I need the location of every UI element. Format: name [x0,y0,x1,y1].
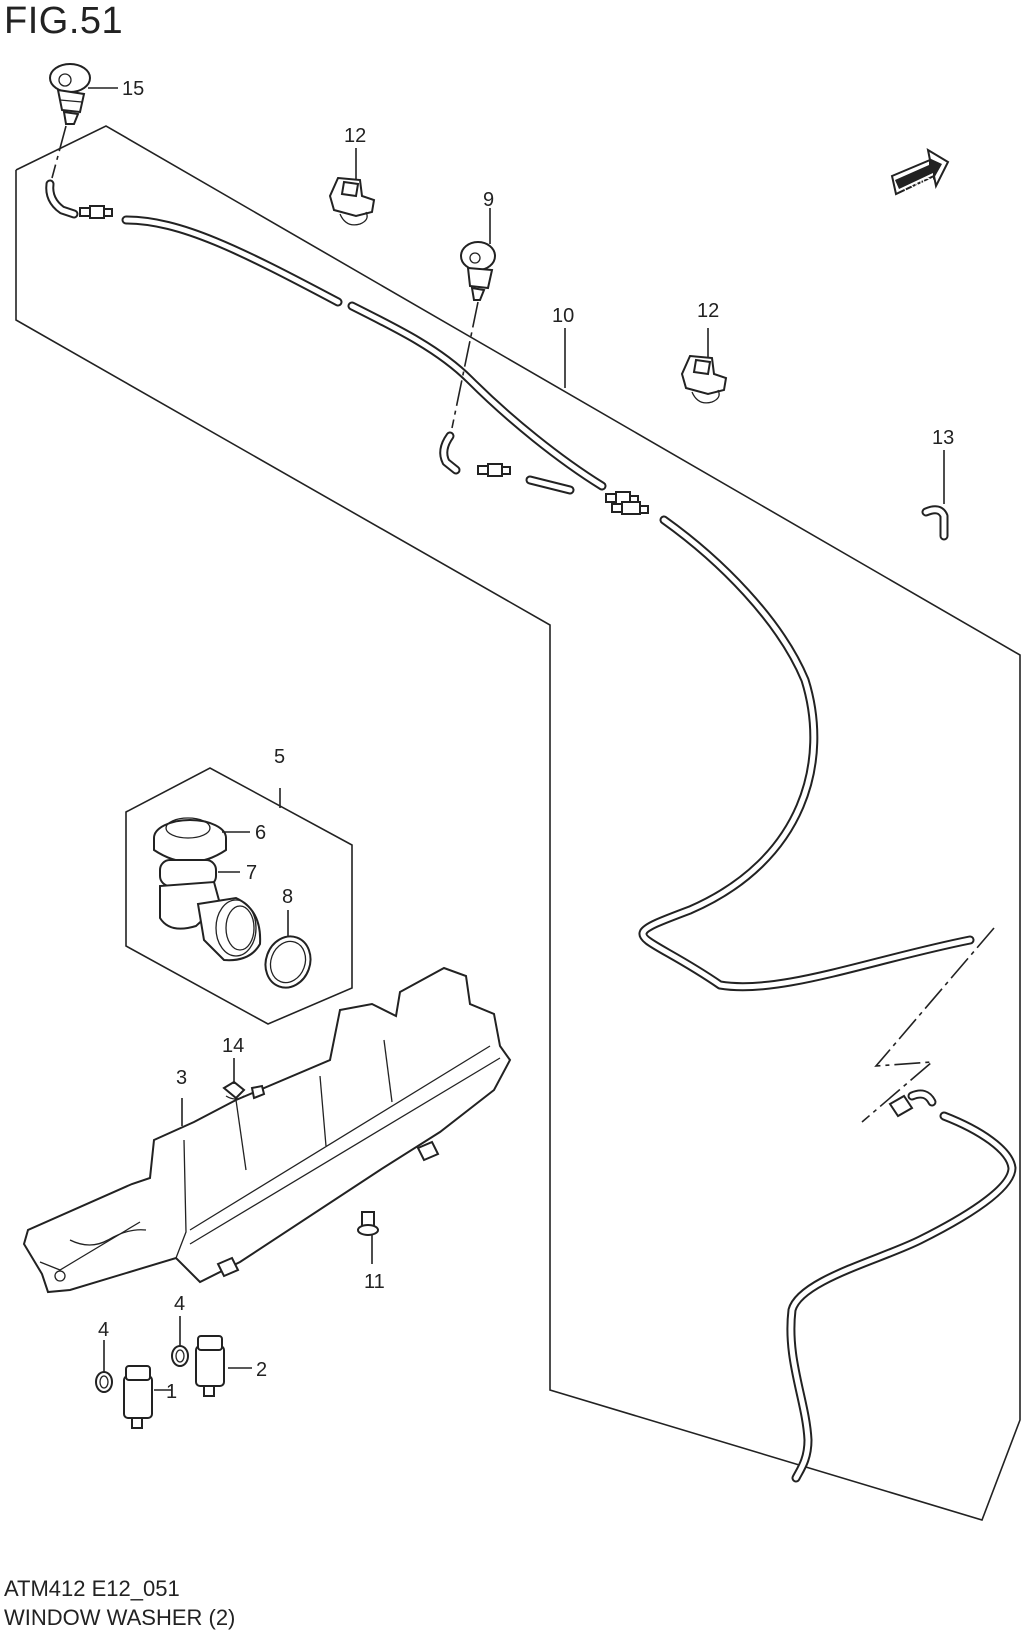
callout-5: 5 [274,746,285,768]
callout-7: 7 [246,862,257,884]
lower-elbow [888,1089,937,1118]
callout-4-left: 4 [98,1319,109,1341]
callout-14: 14 [222,1035,244,1057]
callout-13: 13 [932,427,954,449]
callout-9: 9 [483,189,494,211]
inlet-group-box [125,767,353,1025]
callout-12-lower: 12 [697,300,719,322]
filler-neck-7 [159,859,262,962]
figure-title: FIG.51 [4,0,124,42]
pump-1 [123,1365,153,1429]
callout-6: 6 [255,822,266,844]
footer-figure-code: ATM412 E12_051 [4,1576,180,1601]
callout-10: 10 [552,305,574,327]
pump-2 [195,1335,225,1397]
leader-9-dash [451,301,479,429]
elbow-13 [921,505,949,541]
bracket-12-upper [328,176,376,226]
callout-1: 1 [166,1381,177,1403]
callout-15: 15 [122,78,144,100]
callout-3: 3 [176,1067,187,1089]
fwd-arrow-icon: FWD [890,147,950,199]
callout-12-upper: 12 [344,125,366,147]
nozzle-15 [49,63,91,125]
assembly-outline [15,125,1021,1521]
washer-tank-3 [22,966,512,1294]
cap-6 [153,817,227,863]
grommet-4-left [95,1371,113,1393]
joint-connector-mid [477,463,511,477]
grommet-14 [222,1080,246,1100]
callout-11: 11 [364,1271,385,1293]
footer-figure-name: WINDOW WASHER (2) [4,1605,236,1630]
leader-15-dash [51,125,67,179]
callout-2: 2 [256,1359,267,1381]
callout-4-right: 4 [174,1293,185,1315]
bolt-11 [357,1211,379,1236]
nozzle-9 [460,241,496,301]
joint-connector-tee [605,491,649,515]
callout-8: 8 [282,886,293,908]
o-ring-8 [264,935,312,989]
bracket-12-lower [680,354,728,404]
joint-connector-top [79,205,113,219]
link-bolt-dash [861,927,995,1123]
grommet-4-right [171,1345,189,1367]
